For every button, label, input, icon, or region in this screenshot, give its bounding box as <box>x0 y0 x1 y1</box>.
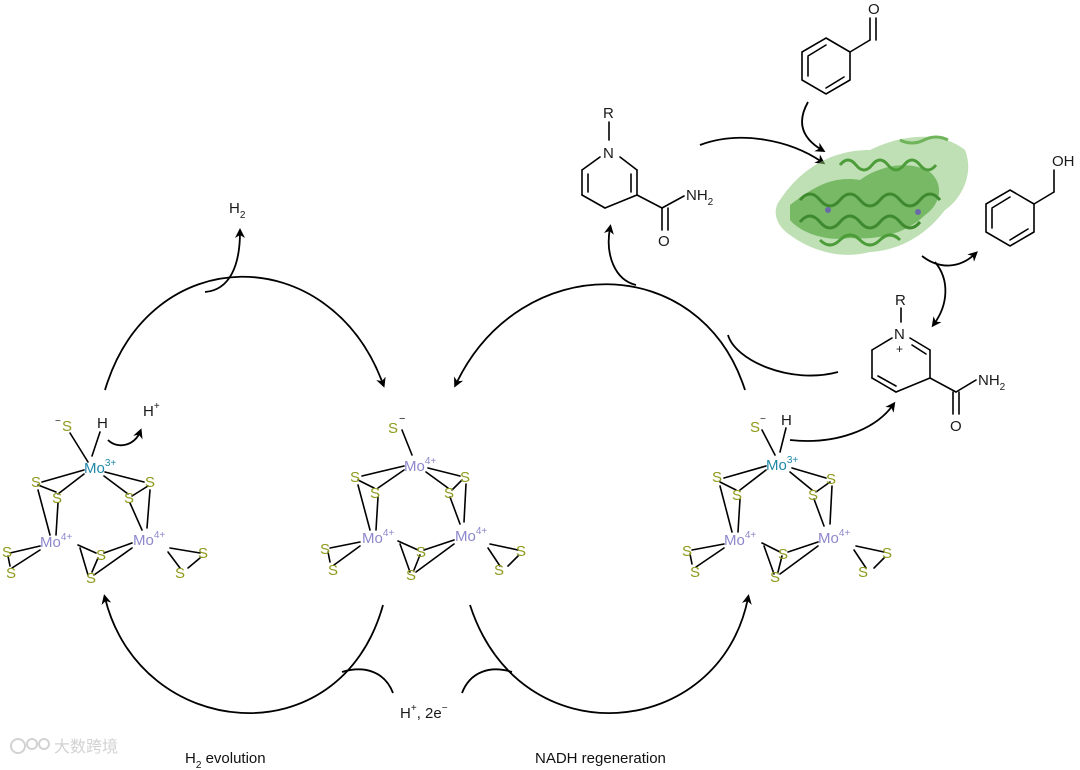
h-plus-2e-label: H+, 2e− <box>400 703 448 722</box>
svg-text:N: N <box>894 326 905 343</box>
svg-text:大数跨境: 大数跨境 <box>54 737 118 756</box>
svg-text:S: S <box>145 474 155 491</box>
svg-text:S: S <box>750 419 760 436</box>
svg-text:NH2: NH2 <box>686 187 714 208</box>
svg-text:S: S <box>2 544 12 561</box>
cluster-left: S − H Mo3+ S S S S Mo4+ Mo4+ S S S S S S <box>2 415 208 587</box>
right-cycle-top-arrow <box>454 283 746 391</box>
svg-text:S: S <box>370 485 380 502</box>
benzaldehyde-molecule: O <box>801 1 880 95</box>
aldehyde-to-enzyme-arrow <box>801 101 826 153</box>
svg-text:O: O <box>658 233 670 250</box>
left-cycle-bottom-arrow <box>101 594 384 715</box>
enzyme-to-nadplus-arrow <box>931 261 947 328</box>
svg-text:S: S <box>198 545 208 562</box>
svg-text:+: + <box>896 342 903 356</box>
mo4-atom: Mo4+ <box>362 528 394 547</box>
svg-text:S: S <box>460 469 470 486</box>
watermark-logo: 大数跨境 <box>10 737 118 756</box>
hydride-atom: H <box>97 415 108 432</box>
mo4-atom: Mo4+ <box>40 532 72 551</box>
nadh-to-enzyme-arrow <box>699 136 826 165</box>
caption-h2-evolution: H2 evolution <box>185 750 266 770</box>
svg-text:S: S <box>328 562 338 579</box>
svg-text:S: S <box>732 487 742 504</box>
h2-release-arrow <box>204 228 245 293</box>
h-plus-label: H+ <box>143 401 160 420</box>
cluster-right: S − H Mo3+ S S S S Mo4+ Mo4+ S S S S S S <box>682 412 892 586</box>
h2-label: H2 <box>229 200 246 221</box>
svg-text:N: N <box>603 145 614 162</box>
enzyme-to-alcohol-arrow <box>921 251 978 267</box>
svg-text:S: S <box>712 469 722 486</box>
svg-text:S: S <box>444 485 454 502</box>
svg-text:OH: OH <box>1052 153 1075 170</box>
svg-text:S: S <box>320 541 330 558</box>
svg-text:S: S <box>175 565 185 582</box>
svg-text:−: − <box>55 416 61 427</box>
nadh-release-arrow <box>603 224 637 286</box>
mo4-atom: Mo4+ <box>724 530 756 549</box>
svg-text:R: R <box>603 105 614 122</box>
mo4-atom: Mo4+ <box>404 456 436 475</box>
benzyl-alcohol-molecule: OH <box>985 153 1075 247</box>
mo4-atom: Mo4+ <box>133 530 165 549</box>
svg-text:S: S <box>882 545 892 562</box>
svg-text:S: S <box>388 420 398 437</box>
svg-text:S: S <box>52 490 62 507</box>
svg-text:S: S <box>682 543 692 560</box>
enzyme-ribbon-image <box>775 135 969 255</box>
svg-text:S: S <box>86 570 96 587</box>
mo3-atom: Mo3+ <box>766 455 798 474</box>
mo4-atom: Mo4+ <box>818 528 850 547</box>
sulfide-atom: S <box>62 418 72 435</box>
right-cycle-bottom-arrow <box>469 594 752 715</box>
svg-text:S: S <box>858 564 868 581</box>
svg-text:S: S <box>690 564 700 581</box>
svg-text:NH2: NH2 <box>978 372 1006 393</box>
svg-text:H: H <box>781 412 792 429</box>
svg-text:O: O <box>950 418 962 435</box>
svg-text:−: − <box>399 413 405 425</box>
svg-text:S: S <box>770 569 780 586</box>
cluster-middle: S − Mo4+ S S S S Mo4+ Mo4+ S S S S S S <box>320 413 526 584</box>
nad-plus-molecule: R N + O NH2 <box>871 292 1006 435</box>
svg-text:S: S <box>124 490 134 507</box>
svg-text:S: S <box>350 469 360 486</box>
svg-text:S: S <box>416 544 426 561</box>
svg-text:S: S <box>778 546 788 563</box>
svg-text:S: S <box>96 547 106 564</box>
svg-text:S: S <box>406 567 416 584</box>
svg-text:S: S <box>516 543 526 560</box>
hydride-transfer-arrow <box>789 401 896 442</box>
svg-text:S: S <box>826 471 836 488</box>
caption-nadh-regeneration: NADH regeneration <box>535 750 666 767</box>
svg-text:S: S <box>31 474 41 491</box>
svg-text:O: O <box>868 1 880 18</box>
svg-text:S: S <box>494 562 504 579</box>
nadh-molecule: R N O NH2 <box>581 105 714 250</box>
svg-text:S: S <box>6 565 16 582</box>
svg-text:S: S <box>808 487 818 504</box>
mo4-atom: Mo4+ <box>455 526 487 545</box>
left-cycle-top-arrow <box>104 275 386 391</box>
svg-text:R: R <box>895 292 906 309</box>
mo3-atom: Mo3+ <box>84 458 116 477</box>
svg-text:−: − <box>760 414 766 425</box>
